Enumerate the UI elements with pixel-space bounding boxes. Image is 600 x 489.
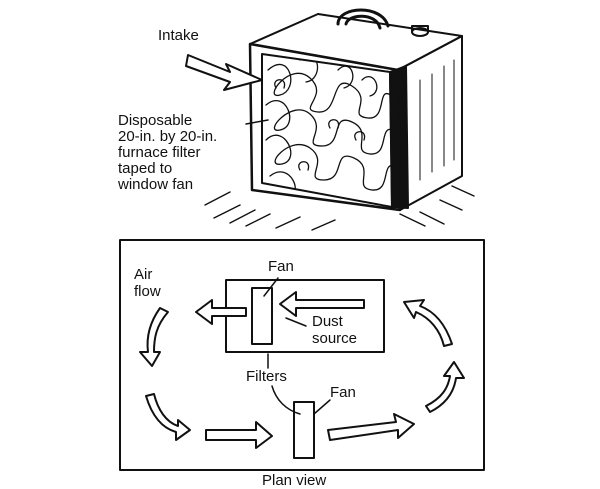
airflow-label-line-2: flow (134, 283, 161, 300)
pointer-fan-top (263, 277, 279, 297)
pointer-dust (285, 317, 307, 327)
pointer-filter-bottom (271, 385, 301, 415)
arrow-dust-in (279, 291, 365, 317)
filters-label: Filters (246, 368, 287, 385)
plan-outline (119, 239, 485, 471)
filter-label-line-3: furnace filter (118, 144, 201, 161)
fan-unit-top (251, 287, 273, 345)
arrow-out-left (195, 299, 247, 325)
fan-label-top: Fan (268, 258, 294, 275)
pointer-fan-bottom (313, 399, 331, 415)
arrow-bottom-right (327, 413, 415, 441)
plan-view (119, 239, 485, 471)
ground-shadow (204, 185, 475, 231)
arrow-curve-right-low (425, 361, 465, 413)
filter-media (265, 55, 392, 199)
arrow-curve-right-high (403, 299, 453, 347)
fan-illustration (185, 8, 475, 231)
filter-pointer-line (245, 119, 269, 125)
fan-label-bottom: Fan (330, 384, 356, 401)
filter-label-line-2: 20-in. by 20-in. (118, 128, 218, 145)
side-hatching (419, 59, 455, 181)
dust-room (225, 279, 385, 353)
fan-handle (336, 8, 390, 30)
arrow-curve-left (139, 307, 169, 367)
fan-unit-bottom (293, 401, 315, 459)
filter-label-line-4: taped to (118, 160, 173, 177)
airflow-label-line-1: Air (134, 266, 153, 283)
dust-label-line-2: source (312, 330, 358, 347)
dust-label-line-1: Dust (312, 313, 343, 330)
arrow-curve-lower-left (145, 393, 191, 441)
filter-label-line-1: Disposable (118, 112, 193, 129)
filter-frame (248, 42, 402, 212)
filter-label-line-5: window fan (118, 176, 194, 193)
arrow-bottom-middle (205, 421, 273, 449)
intake-label: Intake (158, 27, 199, 44)
plan-view-caption: Plan view (262, 472, 327, 489)
intake-arrow (185, 54, 263, 91)
